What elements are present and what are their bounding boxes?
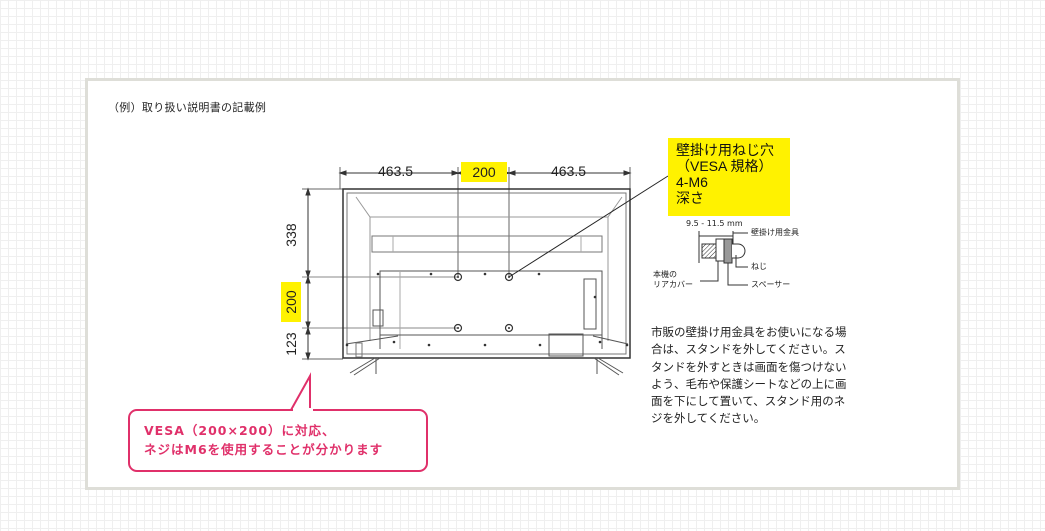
screw-label: ねじ — [751, 262, 767, 271]
spacer-label: スペーサー — [751, 280, 791, 289]
rear-cover-line-1: 本機の — [653, 270, 677, 279]
bracket-label: 壁掛け用金具 — [751, 228, 799, 237]
callout-line-1: VESA（200×200）に対応、 — [144, 423, 336, 438]
vesa-callout: VESA（200×200）に対応、 ネジはM6を使用することが分かります — [128, 409, 428, 472]
wall-mount-notes: 市販の壁掛け用金具をお使いになる場合は、スタンドを外してください。スタンドを外す… — [651, 325, 847, 426]
vesa-line-4: 深さ — [676, 190, 704, 206]
vesa-line-2: （VESA 規格） — [676, 158, 773, 174]
example-panel: （例）取り扱い説明書の記載例 — [85, 78, 960, 490]
example-title: （例）取り扱い説明書の記載例 — [108, 101, 267, 114]
callout-line-2: ネジはM6を使用することが分かります — [144, 442, 384, 457]
dim-label-right-width: 463.5 — [551, 163, 587, 179]
vesa-line-3: 4-M6 — [676, 174, 708, 190]
callout-tail-gap — [293, 408, 313, 411]
callout-tail — [290, 372, 311, 411]
vesa-spec-label: 壁掛け用ねじ穴 （VESA 規格） 4-M6 深さ — [668, 138, 790, 216]
dim-label-vesa-width: 200 — [461, 162, 507, 182]
dim-label-bottom-height: 123 — [283, 332, 299, 356]
vesa-line-1: 壁掛け用ねじ穴 — [676, 142, 774, 158]
dim-label-left-width: 463.5 — [378, 163, 414, 179]
dim-label-top-height: 338 — [283, 223, 299, 247]
tv-rear-diagram — [302, 167, 748, 376]
rear-cover-line-2: リアカバー — [653, 280, 693, 289]
rear-cover-label: 本機の リアカバー — [653, 270, 693, 290]
screw-depth-label: 9.5 - 11.5 mm — [686, 219, 743, 228]
dim-label-vesa-height: 200 — [281, 282, 301, 322]
